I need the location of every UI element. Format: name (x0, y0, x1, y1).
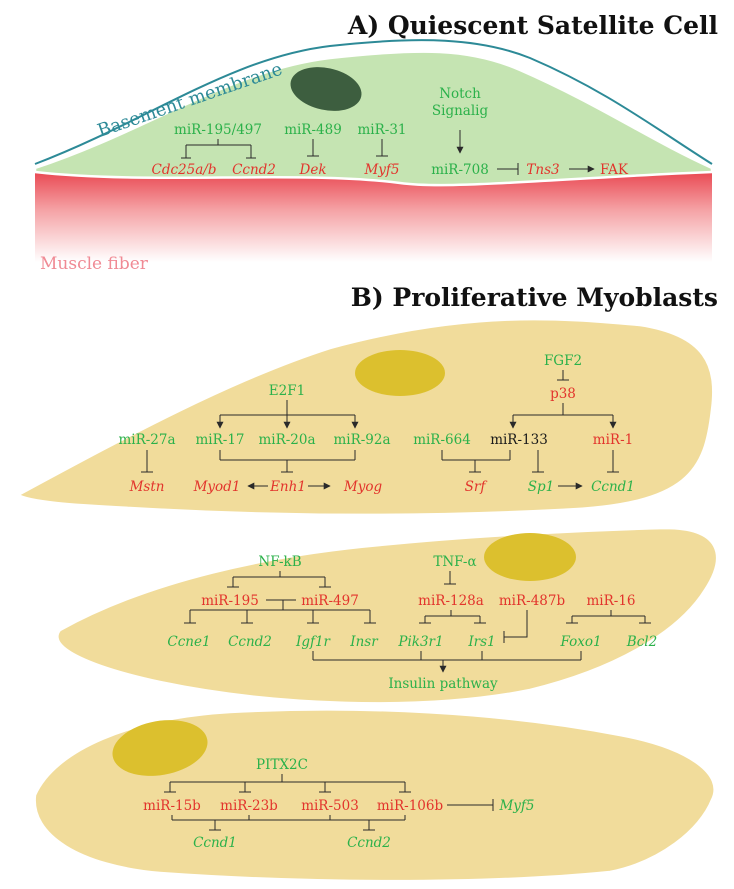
muscle-fiber (35, 168, 712, 262)
mir-133: miR-133 (490, 432, 548, 448)
notch-line1: Notch (439, 86, 481, 102)
mir-503: miR-503 (301, 798, 359, 814)
mir-487b: miR-487b (499, 593, 565, 609)
satellite-cell (33, 50, 714, 187)
myoblast-cell-1 (15, 317, 715, 517)
gene-myog: Myog (343, 479, 383, 495)
gene-ccnd2-b2: Ccnd2 (228, 634, 272, 650)
mir-489: miR-489 (284, 122, 342, 138)
mir-195-497: miR-195/497 (174, 122, 262, 138)
mir-23b: miR-23b (220, 798, 278, 814)
mir-708: miR-708 (431, 162, 489, 178)
gene-irs1: Irs1 (467, 634, 495, 650)
pitx2c: PITX2C (256, 757, 308, 773)
gene-dek: Dek (299, 162, 327, 178)
tnf-alpha: TNF-α (433, 554, 476, 570)
gene-myf5-a: Myf5 (363, 162, 399, 178)
myoblast-nucleus-3 (112, 720, 208, 776)
mir-106b: miR-106b (377, 798, 443, 814)
gene-sp1: Sp1 (528, 479, 554, 495)
mir-31: miR-31 (357, 122, 406, 138)
mir-16: miR-16 (586, 593, 635, 609)
gene-foxo1: Foxo1 (559, 634, 601, 650)
mir-15b: miR-15b (143, 798, 201, 814)
insulin-pathway: Insulin pathway (388, 676, 498, 692)
myoblast-nucleus-2 (484, 533, 576, 581)
panel-a-title: A) Quiescent Satellite Cell (347, 11, 718, 40)
gene-ccnd2-b3: Ccnd2 (347, 835, 391, 851)
gene-igf1r: Igf1r (295, 634, 332, 650)
mir-92a: miR-92a (333, 432, 390, 448)
notch-line2: Signalig (432, 103, 489, 119)
gene-cdc25ab: Cdc25a/b (152, 162, 217, 178)
mir-1: miR-1 (593, 432, 633, 448)
gene-myf5-b3: Myf5 (498, 798, 534, 814)
mir-497: miR-497 (301, 593, 359, 609)
satellite-nucleus (290, 67, 362, 111)
e2f1: E2F1 (269, 383, 305, 399)
gene-myod1: Myod1 (193, 479, 241, 495)
mir-17: miR-17 (195, 432, 244, 448)
myoblast-nucleus-1 (355, 350, 445, 396)
mir-128a: miR-128a (418, 593, 484, 609)
gene-ccne1: Ccne1 (167, 634, 210, 650)
gene-enh1: Enh1 (269, 479, 306, 495)
gene-insr: Insr (349, 634, 379, 650)
p38: p38 (550, 386, 576, 402)
gene-pik3r1: Pik3r1 (397, 634, 443, 650)
panel-b-title: B) Proliferative Myoblasts (351, 283, 718, 312)
fgf2: FGF2 (544, 353, 582, 369)
basement-membrane (34, 39, 713, 165)
mir-20a: miR-20a (258, 432, 315, 448)
gene-ccnd2-a: Ccnd2 (232, 162, 276, 178)
myoblast-cell-3 (33, 708, 716, 883)
gene-srf: Srf (465, 479, 488, 495)
muscle-fiber-label: Muscle fiber (40, 254, 149, 274)
mir-664: miR-664 (413, 432, 471, 448)
mir-27a: miR-27a (118, 432, 175, 448)
gene-fak: FAK (600, 162, 629, 178)
gene-ccnd1-b3: Ccnd1 (193, 835, 237, 851)
nf-kb: NF-kB (258, 554, 301, 570)
gene-bcl2: Bcl2 (626, 634, 657, 650)
mir-195: miR-195 (201, 593, 259, 609)
gene-ccnd1-b1: Ccnd1 (591, 479, 635, 495)
gene-mstn: Mstn (129, 479, 165, 495)
gene-tns3: Tns3 (526, 162, 559, 178)
